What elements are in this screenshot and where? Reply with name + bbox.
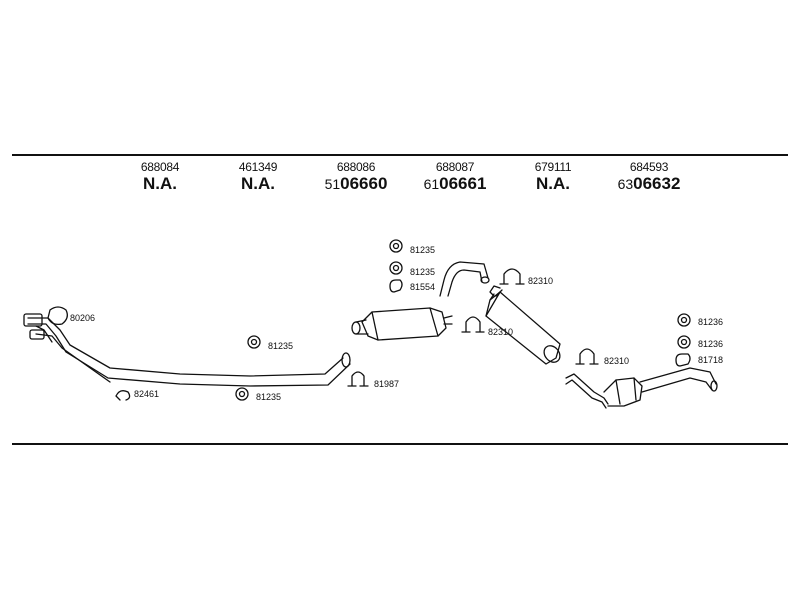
column-688087: 688087 6106661 bbox=[405, 160, 505, 194]
ring-icon bbox=[389, 239, 403, 253]
top-rule bbox=[12, 154, 788, 156]
part-label-81235: 81235 bbox=[268, 341, 293, 351]
column-688086: 688086 5106660 bbox=[306, 160, 406, 194]
middle-silencer bbox=[485, 285, 561, 365]
reference-code: N.A. bbox=[536, 174, 570, 193]
rear-silencer bbox=[565, 367, 718, 409]
ring-icon bbox=[677, 335, 691, 349]
part-number: 688087 bbox=[435, 160, 475, 174]
ring-icon bbox=[677, 313, 691, 327]
part-label-82310: 82310 bbox=[488, 327, 513, 337]
part-label-81236: 81236 bbox=[698, 339, 723, 349]
column-688084: 688084 N.A. bbox=[110, 160, 210, 194]
part-label-81236: 81236 bbox=[698, 317, 723, 327]
ring-icon bbox=[389, 261, 403, 275]
part-label-81554: 81554 bbox=[410, 282, 435, 292]
reference-code: 6106661 bbox=[423, 174, 487, 193]
part-labels: 80206 82461 81235 81235 81987 81235 8123… bbox=[70, 245, 723, 402]
clamp-icon bbox=[575, 348, 599, 365]
clamp-icon bbox=[461, 316, 485, 333]
reference-code: N.A. bbox=[241, 174, 275, 193]
reference-code: 5106660 bbox=[324, 174, 388, 193]
part-label-82310: 82310 bbox=[528, 276, 553, 286]
part-label-81718: 81718 bbox=[698, 355, 723, 365]
seal-icon bbox=[115, 390, 131, 401]
part-label-81235: 81235 bbox=[256, 392, 281, 402]
part-label-80206: 80206 bbox=[70, 313, 95, 323]
part-label-81235: 81235 bbox=[410, 267, 435, 277]
clamp-icon bbox=[347, 371, 369, 387]
part-label-82310: 82310 bbox=[604, 356, 629, 366]
bottom-rule bbox=[12, 443, 788, 445]
column-461349: 461349 N.A. bbox=[208, 160, 308, 194]
reference-code: 6306632 bbox=[617, 174, 681, 193]
gasket-icon bbox=[47, 306, 68, 326]
clamp-icon bbox=[499, 268, 525, 285]
column-684593: 684593 6306632 bbox=[599, 160, 699, 194]
part-number: 684593 bbox=[629, 160, 669, 174]
part-label-81987: 81987 bbox=[374, 379, 399, 389]
front-silencer bbox=[351, 307, 453, 341]
ring-icon bbox=[235, 387, 249, 401]
part-label-81235: 81235 bbox=[410, 245, 435, 255]
part-number: 688086 bbox=[336, 160, 376, 174]
hanger-icon bbox=[389, 279, 403, 293]
reference-code: N.A. bbox=[143, 174, 177, 193]
part-number: 688084 bbox=[140, 160, 180, 174]
hanger-icon bbox=[675, 353, 691, 367]
part-number: 679111 bbox=[534, 160, 572, 174]
column-679111: 679111 N.A. bbox=[503, 160, 603, 194]
part-number: 461349 bbox=[238, 160, 278, 174]
part-label-82461: 82461 bbox=[134, 389, 159, 399]
ring-icon bbox=[247, 335, 261, 349]
front-downpipe bbox=[23, 313, 351, 387]
intermediate-pipe bbox=[439, 261, 490, 297]
